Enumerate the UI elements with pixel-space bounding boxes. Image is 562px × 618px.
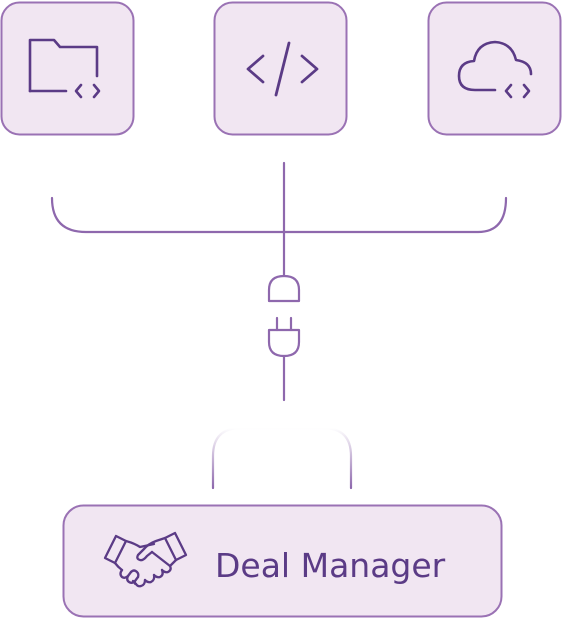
code-brackets-icon: [246, 41, 319, 97]
target-connector-lines: [211, 354, 353, 490]
cloud-code-icon: [457, 40, 533, 99]
source-connector-lines: [50, 161, 508, 278]
handshake-icon: [103, 531, 188, 588]
source-box-code[interactable]: [213, 1, 348, 136]
folder-code-icon: [28, 38, 101, 99]
plug-socket-icon: [267, 274, 301, 358]
deal-manager-label: Deal Manager: [215, 546, 446, 585]
source-box-cloud[interactable]: [427, 1, 562, 136]
target-box-deal-manager[interactable]: Deal Manager: [62, 504, 503, 618]
source-box-folder[interactable]: [0, 1, 135, 136]
